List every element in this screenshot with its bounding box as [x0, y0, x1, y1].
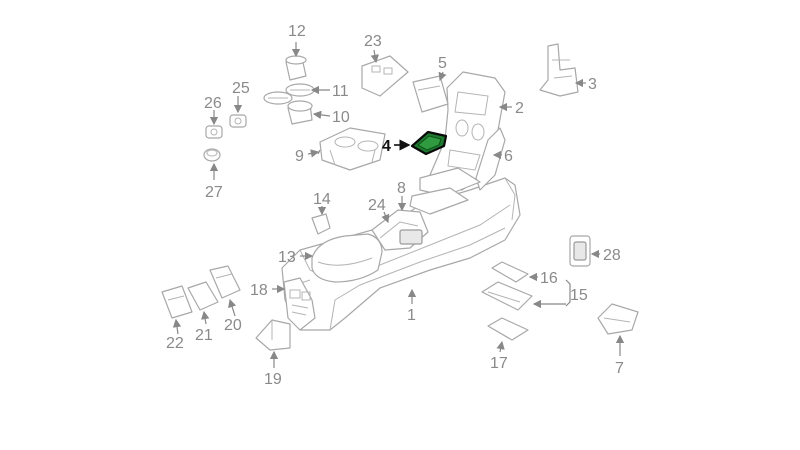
rear-vent-panel[interactable] [283, 277, 316, 331]
callout-16: 16 [540, 270, 558, 287]
side-trim-panel[interactable] [475, 127, 506, 191]
callout-9: 9 [295, 148, 304, 165]
rear-tray[interactable] [597, 303, 639, 335]
lower-bracket[interactable] [255, 319, 291, 351]
callout-25: 25 [232, 80, 250, 97]
callout-19: 19 [264, 371, 282, 388]
trim-plate[interactable] [412, 75, 449, 113]
callout-28: 28 [603, 247, 621, 264]
callout-12: 12 [288, 23, 306, 40]
small-tray[interactable] [487, 317, 529, 341]
callout-5: 5 [438, 55, 447, 72]
cupholder-housing[interactable] [319, 127, 386, 171]
armrest-lid[interactable] [311, 233, 383, 283]
shifter-area[interactable] [371, 209, 429, 251]
socket-part-26[interactable] [205, 125, 223, 139]
callout-24: 24 [368, 197, 386, 214]
callout-10: 10 [332, 109, 350, 126]
callout-13: 13 [278, 249, 296, 266]
callout-6: 6 [504, 148, 513, 165]
callout-1: 1 [407, 307, 416, 324]
liner-mat[interactable] [491, 261, 529, 283]
callout-23: 23 [364, 33, 382, 50]
cup-insert-part[interactable] [285, 55, 307, 81]
callout-3: 3 [588, 76, 597, 93]
callout-20: 20 [224, 317, 242, 334]
retaining-clip[interactable] [311, 213, 331, 235]
callout-2: 2 [515, 100, 524, 117]
callout-26: 26 [204, 95, 222, 112]
cup-holder-ring[interactable] [263, 83, 315, 105]
callout-14: 14 [313, 191, 331, 208]
callout-21: 21 [195, 327, 213, 344]
callout-4: 4 [382, 138, 391, 155]
callout-8: 8 [397, 180, 406, 197]
callout-17: 17 [490, 355, 508, 372]
callout-7: 7 [615, 360, 624, 377]
storage-mat-highlighted[interactable] [410, 130, 448, 156]
switch-panel[interactable] [361, 55, 409, 97]
knob-part[interactable] [203, 148, 221, 162]
trim-piece-22[interactable] [161, 285, 193, 319]
trim-piece-21[interactable] [187, 281, 219, 311]
callout-11: 11 [332, 83, 349, 100]
socket-part-25[interactable] [229, 114, 247, 128]
callout-22: 22 [166, 335, 184, 352]
mounting-bracket[interactable] [539, 43, 579, 97]
callout-27: 27 [205, 184, 223, 201]
storage-tray[interactable] [409, 167, 481, 215]
callout-15: 15 [570, 287, 588, 304]
callout-18: 18 [250, 282, 268, 299]
storage-bin[interactable] [481, 281, 533, 311]
switch-button[interactable] [569, 235, 591, 267]
cup-holder-base[interactable] [287, 100, 313, 125]
trim-piece-20[interactable] [209, 265, 241, 299]
